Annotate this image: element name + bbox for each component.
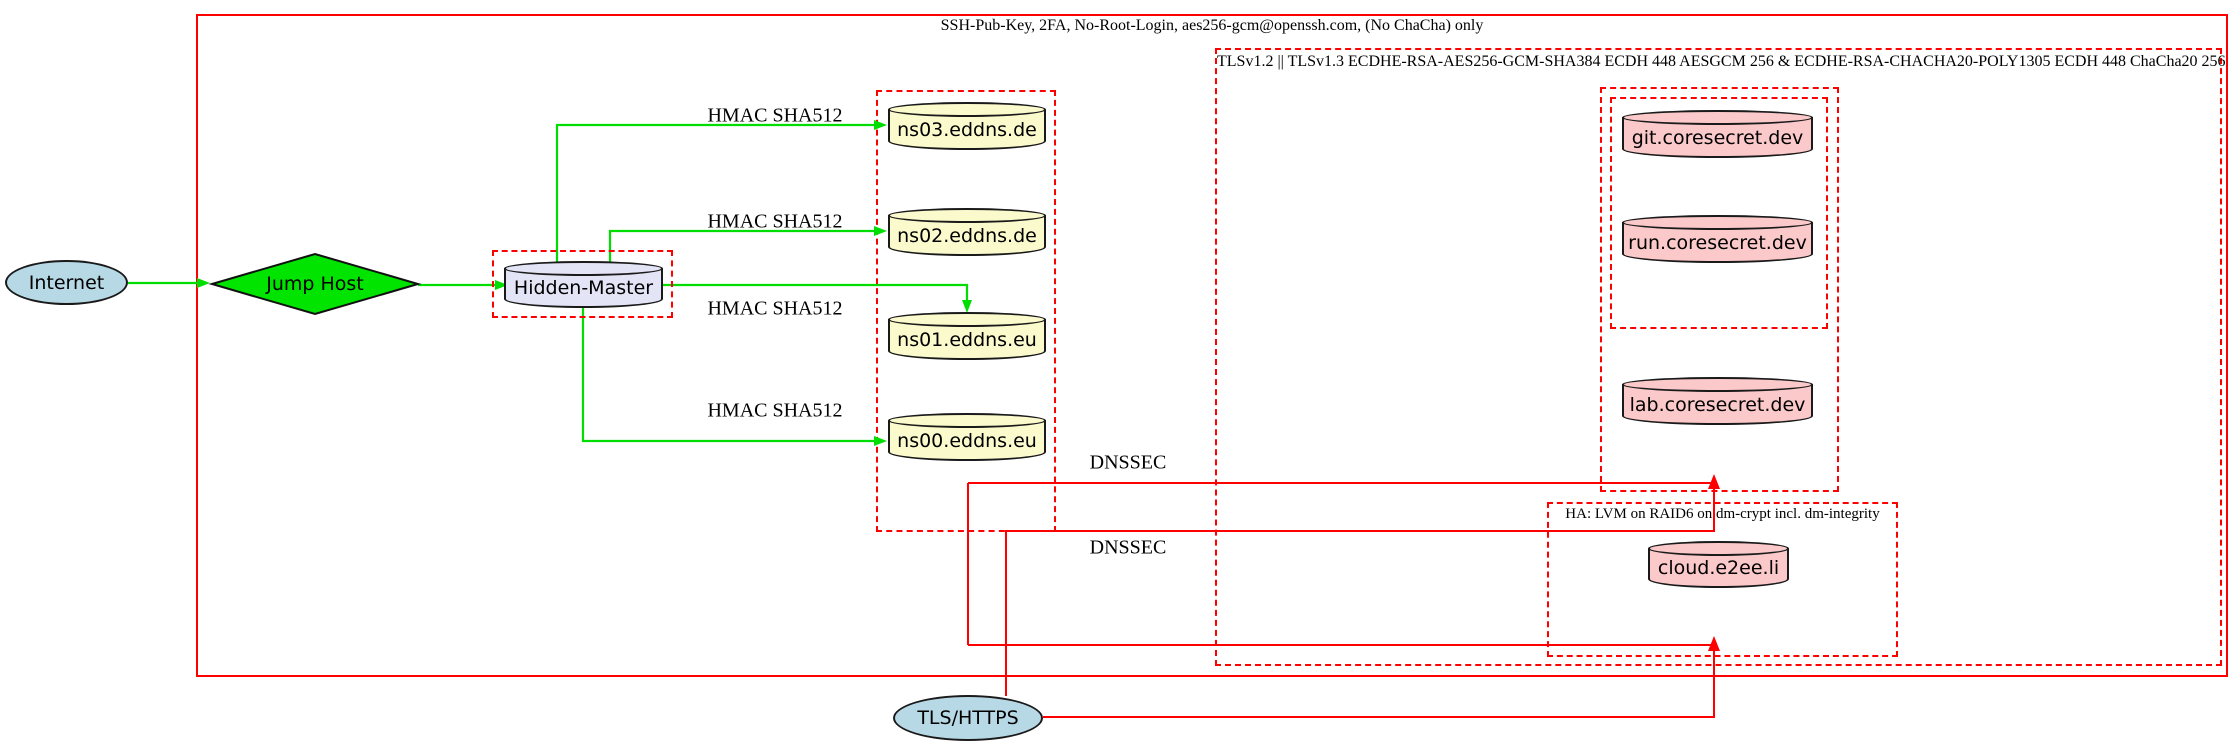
dns-cluster-box <box>876 90 1056 532</box>
ns02-label: ns02.eddns.de <box>897 224 1037 247</box>
tls-cluster-label: TLSv1.2 || TLSv1.3 ECDHE-RSA-AES256-GCM-… <box>1217 53 2226 70</box>
cylinder-lid <box>888 312 1046 327</box>
ha-cluster-box: HA: LVM on RAID6 on dm-crypt incl. dm-in… <box>1547 502 1898 657</box>
cylinder-lid <box>504 261 663 276</box>
cloud-node: cloud.e2ee.li <box>1648 541 1789 588</box>
ns03-node: ns03.eddns.de <box>888 102 1046 150</box>
cylinder-lid <box>1622 215 1813 230</box>
internet-node: Internet <box>5 260 128 305</box>
lab-node: lab.coresecret.dev <box>1622 377 1813 425</box>
git-node: git.coresecret.dev <box>1622 110 1813 158</box>
jump-host-diamond <box>208 252 422 316</box>
ssh-cluster-box: SSH-Pub-Key, 2FA, No-Root-Login, aes256-… <box>196 14 2228 677</box>
arrowhead-ns02 <box>874 226 887 236</box>
arrowhead-ha <box>1708 636 1720 651</box>
coresecret-inner-cluster-box <box>1610 97 1828 329</box>
hmac-label-ns00: HMAC SHA512 <box>707 399 843 422</box>
run-label: run.coresecret.dev <box>1628 231 1807 254</box>
hidden-master-cluster-box <box>492 250 673 318</box>
ns02-node: ns02.eddns.de <box>888 208 1046 256</box>
ns00-label: ns00.eddns.eu <box>897 429 1037 452</box>
cylinder-lid <box>888 208 1046 223</box>
jump-host-label: Jump Host <box>266 273 364 295</box>
tls-https-label: TLS/HTTPS <box>917 707 1019 729</box>
edge-hiddenmaster-ns00 <box>581 306 875 443</box>
edge-hiddenmaster-ns01 <box>663 283 969 301</box>
edge-hiddenmaster-ns03 <box>555 123 875 262</box>
coresecret-outer-cluster-box <box>1600 87 1839 492</box>
hidden-master-node: Hidden-Master <box>504 261 663 308</box>
ns00-node: ns00.eddns.eu <box>888 413 1046 461</box>
hmac-label-ns03: HMAC SHA512 <box>707 104 843 127</box>
ns01-node: ns01.eddns.eu <box>888 312 1046 360</box>
arrowhead-hiddenmaster <box>495 280 508 290</box>
lab-label: lab.coresecret.dev <box>1629 393 1806 416</box>
arrowhead-coresecret <box>1708 474 1720 489</box>
arrowhead-ns03 <box>874 120 887 130</box>
arrowhead-ns01 <box>962 300 972 313</box>
git-label: git.coresecret.dev <box>1631 126 1804 149</box>
ha-cluster-label: HA: LVM on RAID6 on dm-crypt incl. dm-in… <box>1565 506 1880 522</box>
ns03-label: ns03.eddns.de <box>897 118 1037 141</box>
tls-cluster-box: TLSv1.2 || TLSv1.3 ECDHE-RSA-AES256-GCM-… <box>1215 48 2226 666</box>
hmac-label-ns02: HMAC SHA512 <box>707 210 843 233</box>
hidden-master-label: Hidden-Master <box>513 277 654 299</box>
tls-https-node: TLS/HTTPS <box>893 695 1043 741</box>
hmac-label-ns01: HMAC SHA512 <box>707 297 843 320</box>
run-node: run.coresecret.dev <box>1622 215 1813 263</box>
ssh-cluster-label: SSH-Pub-Key, 2FA, No-Root-Login, aes256-… <box>940 17 1484 34</box>
cylinder-lid <box>888 413 1046 428</box>
edge-tlshttps-coresecret <box>1005 483 1715 696</box>
cylinder-lid <box>1622 110 1813 125</box>
dnssec-label-1: DNSSEC <box>1089 451 1167 474</box>
ns01-label: ns01.eddns.eu <box>897 328 1037 351</box>
edge-tlshttps-ha <box>1043 645 1715 718</box>
cylinder-body <box>888 109 1046 150</box>
arrowhead-jumphost <box>197 278 210 288</box>
dnssec-label-2: DNSSEC <box>1089 536 1167 559</box>
cylinder-lid <box>888 102 1046 117</box>
cylinder-lid <box>1622 377 1813 392</box>
arrowhead-ns00 <box>874 436 887 446</box>
cylinder-lid <box>1648 541 1789 556</box>
internet-label: Internet <box>28 271 105 294</box>
cloud-label: cloud.e2ee.li <box>1657 557 1780 579</box>
